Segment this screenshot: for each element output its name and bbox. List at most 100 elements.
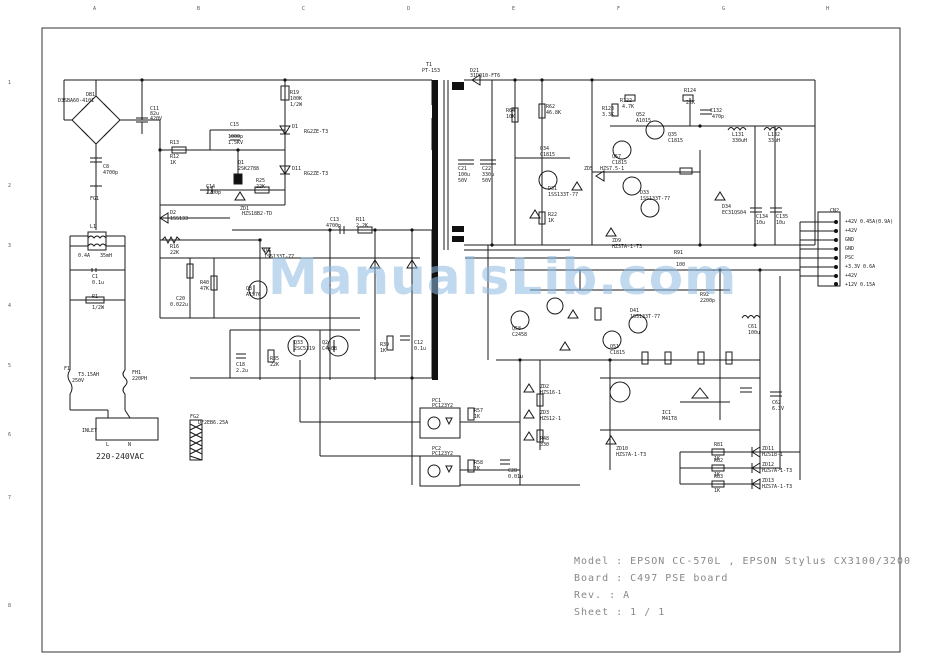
label-r48-val: 330 [540,442,550,448]
label-c28: C28 [508,468,518,474]
grid-col-label: E [512,6,516,12]
label-r11-val: 2.2K [356,223,369,229]
label-zd5-part: HZS7.5-1 [600,166,625,172]
label-c18: C18 [236,362,246,368]
label-c61-val: 100u [748,330,761,336]
label-r83-val: 1K [714,488,721,494]
label-q2: Q2 [322,340,329,346]
label-c1-val: 0.1u [92,280,105,286]
label-c8-val: 4700p [103,170,119,176]
label-c13: C13 [330,217,340,223]
label-r16-val: 22K [170,250,180,256]
label-r122-val: 4.7K [622,104,635,110]
label-r12-val: 1K [170,160,177,166]
label-q57: Q57 [612,154,622,160]
label-d33-part: 1SS133T-77 [640,196,671,202]
label-r25: R25 [256,178,266,184]
label-q51-part: C1815 [610,350,626,356]
label-f1: F1 [64,366,71,372]
label-q2-part: C4408 [322,346,338,352]
label-d21: D21 [470,68,480,74]
label-c22-val: 330u [482,172,495,178]
label-r39: R39 [380,342,390,348]
label-r1-watt: 1/2W [92,305,105,311]
label-r58: R58 [474,460,484,466]
label-c20: C20 [176,296,186,302]
label-zd9: ZD9 [612,238,622,244]
label-c20-val: 0.022u [170,302,189,308]
label-r57: R57 [474,408,484,414]
label-inlet-n: N [128,442,132,448]
label-q57-part: C1815 [612,160,628,166]
label-c11: C11 [150,106,160,112]
label-c21-val: 100u [458,172,471,178]
label-r22-val: 1K [548,218,555,224]
label-r62: R62 [546,104,556,110]
label-r25-val: 22K [256,184,266,190]
label-zd10: ZD10 [616,446,629,452]
title-block-board: Board : C497 PSE board [574,573,729,584]
grid-col-label: C [302,6,306,12]
grid-col-label: A [93,6,97,12]
label-r1: R1 [92,294,99,300]
label-q3-part: A1576 [246,292,262,298]
label-r83: R83 [714,474,724,480]
label-r122: R122 [620,98,633,104]
label-c18-val: 2.2u [236,368,249,374]
label-l131-val: 330uH [732,138,748,144]
label-c13-val: 4700p [326,223,342,229]
label-pc1: PC1 [432,398,442,404]
label-c11-val: 82u [150,111,160,117]
ac-inlet [95,417,159,441]
drawing-border [41,27,901,653]
label-r40: R40 [200,280,210,286]
label-d41: D41 [630,308,640,314]
choke-fh1 [122,369,128,395]
label-zd10-part: HZS7A-1-T3 [616,452,647,458]
label-c22-volt: 50V [482,178,492,184]
label-zd1-part: HZS18B2-TD [242,211,273,217]
label-l131: L131 [732,132,745,138]
label-fg2-part: DF2EB6.25A [198,420,229,426]
label-r82: R82 [714,458,724,464]
label-q34: Q34 [540,146,550,152]
label-l132: L132 [768,132,781,138]
label-c132-val: 470p [712,114,725,120]
label-f1-volt: 250V [72,378,85,384]
label-d11-part: RG2ZE-T3 [304,171,329,177]
label-r13: R13 [170,140,180,146]
label-c1: C1 [92,274,99,280]
label-r82-val: 1K [714,472,721,478]
grid-row-label: 4 [8,303,12,309]
label-d4: D4 [264,248,271,254]
label-q58-part: C2458 [512,332,528,338]
label-db1: DB1 [86,92,96,98]
label-pc2: PC2 [432,446,442,452]
label-fh1: FH1 [132,370,142,376]
label-c28-val: 0.01u [508,474,524,480]
label-r91-val: 100 [676,262,686,268]
grid-col-label: D [407,6,411,12]
label-cn2: CN2 [830,208,840,214]
label-r12: R12 [170,154,180,160]
label-c134-val: 10u [756,220,766,226]
label-l1: L1 [90,224,97,230]
grid-row-label: 5 [8,363,12,369]
label-r64-val: 10K [506,114,516,120]
grid-row-label: 6 [8,432,12,438]
label-r11: R11 [356,217,366,223]
label-r19: R19 [290,90,300,96]
label-fh1-part: 220PH [132,376,148,382]
grid-row-label: 3 [8,243,12,249]
label-c12-val: 0.1u [414,346,427,352]
optocoupler-pc2 [419,455,461,487]
connector-pin-label: GND [845,246,855,252]
label-d21-part: 31DQ10-FT6 [470,73,501,79]
label-ic1-part: M41T8 [662,416,678,422]
label-r19-watt: 1/2W [290,102,303,108]
label-c15-val: 1000p [228,134,244,140]
label-l1-cur: 0.4A [78,253,91,259]
label-r92-val: 2200p [700,298,716,304]
label-c15: C15 [230,122,240,128]
label-c12: C12 [414,340,424,346]
